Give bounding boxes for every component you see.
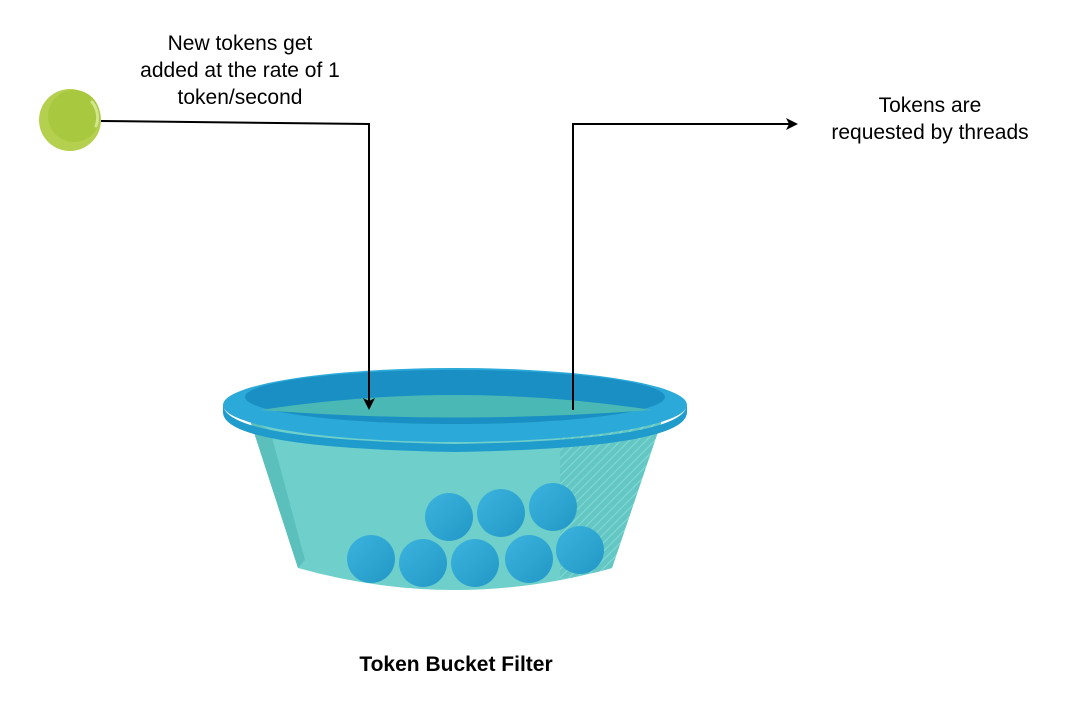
diagram-caption: Token Bucket Filter <box>359 653 553 676</box>
bucket-tokens <box>347 483 604 587</box>
incoming-label-line: New tokens get <box>167 32 313 55</box>
outgoing-label-line: requested by threads <box>831 121 1029 144</box>
incoming-arrow <box>100 120 375 410</box>
outgoing-arrow <box>572 118 798 410</box>
incoming-label-line: token/second <box>177 86 303 109</box>
outgoing-tokens-label: Tokens are requested by threads <box>790 92 1070 146</box>
token-icon <box>399 539 447 587</box>
new-token-icon <box>39 89 101 151</box>
outgoing-label-line: Tokens are <box>878 94 982 117</box>
token-icon <box>505 535 553 583</box>
token-icon <box>425 493 473 541</box>
token-icon <box>529 483 577 531</box>
token-icon <box>477 489 525 537</box>
incoming-label-line: added at the rate of 1 <box>140 59 340 82</box>
token-icon <box>556 526 604 574</box>
token-icon <box>451 539 499 587</box>
token-icon <box>347 535 395 583</box>
incoming-tokens-label: New tokens get added at the rate of 1 to… <box>100 30 380 111</box>
